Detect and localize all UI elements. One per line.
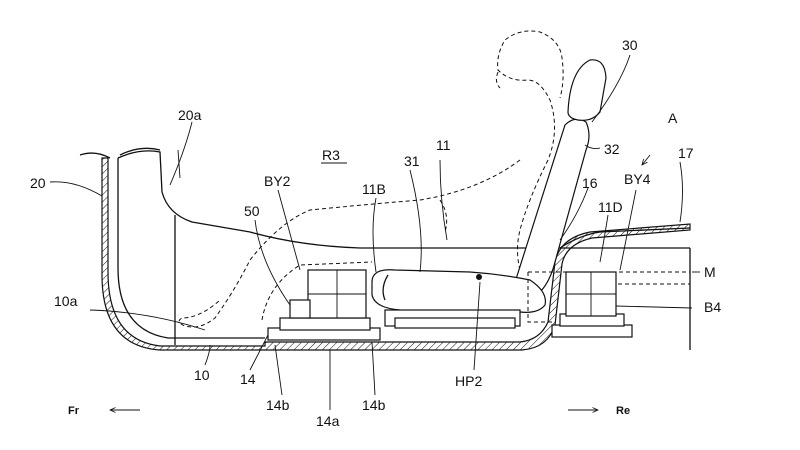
occupant-outline — [178, 30, 564, 328]
label-by4: BY4 — [624, 171, 651, 187]
region-m — [527, 271, 690, 323]
label-11: 11 — [436, 137, 451, 153]
label-50: 50 — [244, 203, 260, 219]
seat-cushion — [371, 269, 547, 313]
seat-back — [509, 118, 590, 301]
label-31: 31 — [404, 153, 420, 169]
label-20: 20 — [30, 175, 46, 191]
hip-point-hp2 — [476, 274, 482, 280]
label-30: 30 — [622, 37, 638, 53]
label-rear: Re — [616, 405, 630, 417]
label-r3: R3 — [322, 147, 340, 163]
label-14a: 14a — [316, 413, 340, 429]
label-20a: 20a — [178, 107, 202, 123]
label-a: A — [668, 110, 678, 126]
label-front: Fr — [68, 405, 80, 417]
label-14b-left: 14b — [266, 397, 290, 413]
label-14: 14 — [240, 371, 256, 387]
battery-rear-base — [551, 324, 633, 338]
label-m: M — [704, 264, 716, 280]
label-11b: 11B — [362, 181, 386, 197]
label-by2: BY2 — [264, 173, 291, 189]
headrest — [567, 59, 607, 121]
floor-panel — [101, 157, 691, 351]
dash-lower-panel — [117, 150, 690, 249]
label-b4: B4 — [704, 299, 721, 315]
label-14b-right: 14b — [362, 397, 386, 413]
label-11d: 11D — [598, 199, 623, 215]
label-10: 10 — [194, 367, 210, 383]
label-16: 16 — [582, 175, 598, 191]
label-32: 32 — [604, 141, 620, 157]
label-17: 17 — [678, 145, 694, 161]
label-hp2: HP2 — [455, 373, 482, 389]
dash-panel — [79, 152, 111, 159]
label-10a: 10a — [54, 293, 78, 309]
